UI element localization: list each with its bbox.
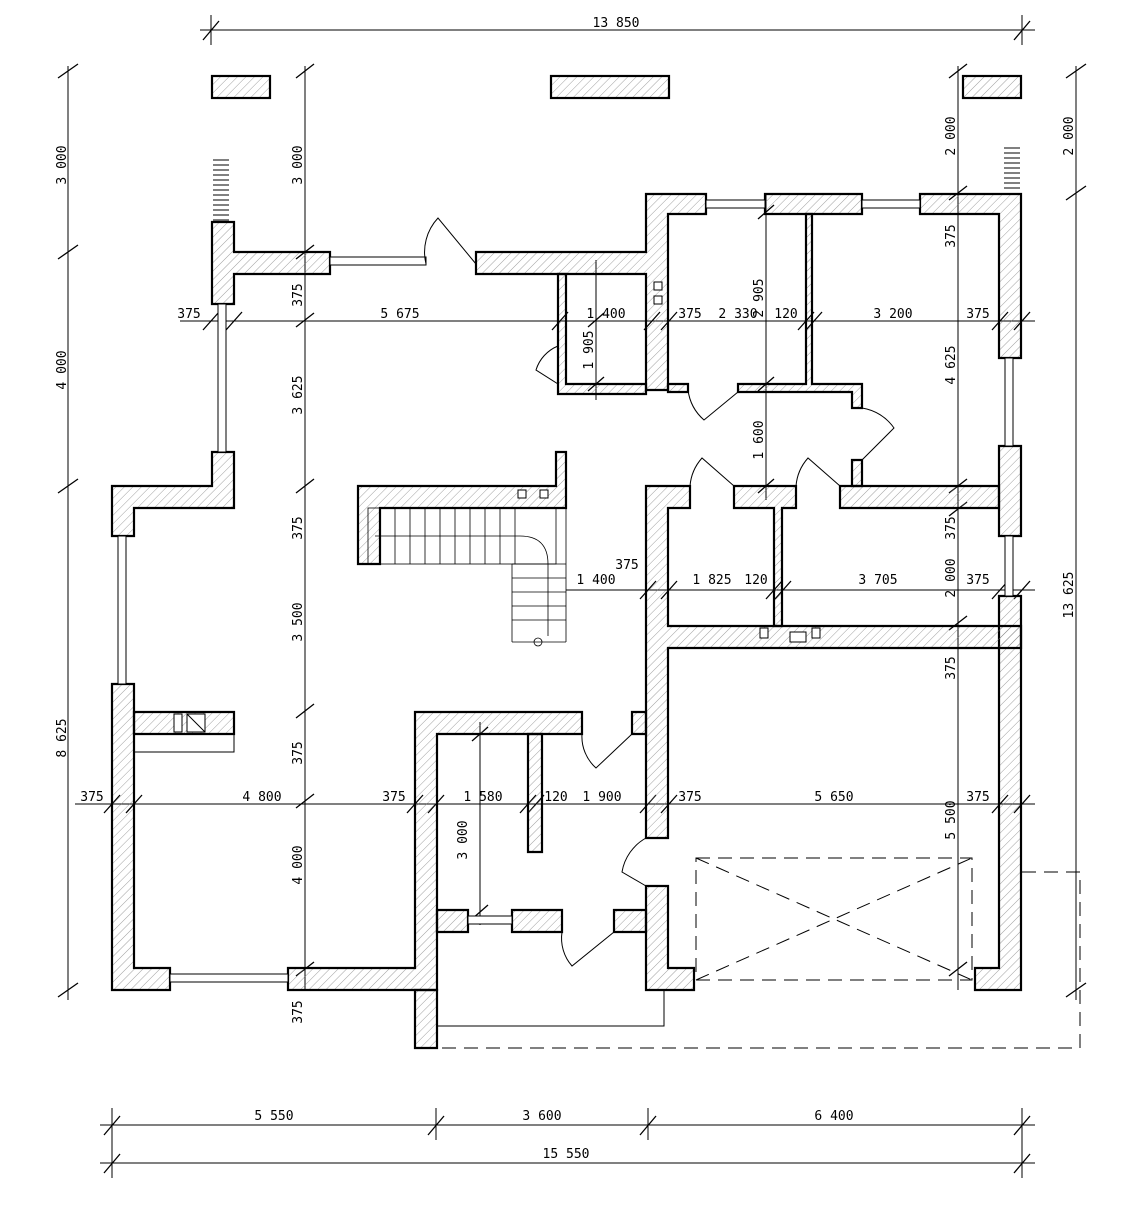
garage-outline bbox=[437, 857, 1081, 1049]
dim-inner-right-2: 375 bbox=[944, 224, 959, 247]
dim-inner-right-5: 2 000 bbox=[944, 558, 959, 597]
dim-upper-8: 375 bbox=[966, 307, 989, 322]
dim-right-2: 13 625 bbox=[1062, 572, 1077, 619]
dim-middle-4: 120 bbox=[744, 573, 767, 588]
dim-upper-6: 120 bbox=[774, 307, 797, 322]
downpipe-left bbox=[213, 159, 229, 221]
dim-upper-1: 375 bbox=[177, 307, 200, 322]
dim-inner-left-7: 4 000 bbox=[291, 845, 306, 884]
dim-bottom-seg-1: 5 550 bbox=[254, 1109, 293, 1124]
inner-vertical-dims-left: 3 000 375 3 625 375 3 500 375 4 000 375 bbox=[291, 63, 315, 1024]
dim-bottom-seg-3: 6 400 bbox=[814, 1109, 853, 1124]
dim-left-2: 4 000 bbox=[55, 350, 70, 389]
dim-inner-left-5: 3 500 bbox=[291, 602, 306, 641]
right-dimension-chain: 2 000 13 625 bbox=[1062, 63, 1087, 1000]
left-dimension-chain: 3 000 4 000 8 625 bbox=[55, 63, 79, 1000]
dim-hall-3000: 3 000 bbox=[456, 820, 471, 859]
dim-middle-3: 1 825 bbox=[692, 573, 731, 588]
dim-inner-left-1: 3 000 bbox=[291, 145, 306, 184]
dim-upper-7: 3 200 bbox=[873, 307, 912, 322]
dim-lower-1: 375 bbox=[80, 790, 103, 805]
dim-middle-1: 375 bbox=[615, 558, 638, 573]
dim-inner-right-1: 2 000 bbox=[944, 116, 959, 155]
dim-top-overall: 13 850 bbox=[593, 16, 640, 31]
row-middle-dims: 375 1 400 1 825 120 3 705 375 bbox=[566, 558, 1035, 600]
dim-lower-8: 5 650 bbox=[814, 790, 853, 805]
terrace-posts bbox=[210, 74, 1023, 221]
row-lower-dims: 375 4 800 375 1 580 120 1 900 375 5 650 … bbox=[75, 790, 1035, 814]
top-dimension-chain: 13 850 bbox=[200, 15, 1035, 45]
dim-inner-left-6: 375 bbox=[291, 741, 306, 764]
dim-lower-3: 375 bbox=[382, 790, 405, 805]
dim-upper-5: 2 330 bbox=[718, 307, 757, 322]
dim-inner-right-7: 5 500 bbox=[944, 800, 959, 839]
dim-hall-2905: 2 905 bbox=[752, 278, 767, 317]
dim-lower-4: 1 580 bbox=[463, 790, 502, 805]
dim-inner-right-6: 375 bbox=[944, 656, 959, 679]
dim-inner-right-3: 4 625 bbox=[944, 345, 959, 384]
dim-lower-5: 120 bbox=[544, 790, 567, 805]
dim-right-1: 2 000 bbox=[1062, 116, 1077, 155]
windows bbox=[117, 199, 1014, 983]
dim-upper-2: 5 675 bbox=[380, 307, 419, 322]
dim-middle-5: 3 705 bbox=[858, 573, 897, 588]
doors bbox=[424, 217, 895, 967]
dim-hall-1905: 1 905 bbox=[582, 330, 597, 369]
dim-inner-left-2: 375 bbox=[291, 283, 306, 306]
dim-inner-left-4: 375 bbox=[291, 516, 306, 539]
dim-left-3: 8 625 bbox=[55, 718, 70, 757]
dim-left-1: 3 000 bbox=[55, 145, 70, 184]
dim-inner-left-8: 375 bbox=[291, 1000, 306, 1023]
dim-upper-4: 375 bbox=[678, 307, 701, 322]
dim-upper-3: 1 400 bbox=[586, 307, 625, 322]
bottom-dimension-chain: 5 550 3 600 6 400 15 550 bbox=[100, 1108, 1035, 1178]
downpipe-right bbox=[1004, 147, 1020, 189]
dim-middle-2: 1 400 bbox=[576, 573, 615, 588]
fixtures bbox=[132, 281, 821, 753]
interior-walls bbox=[435, 212, 1001, 934]
dim-lower-7: 375 bbox=[678, 790, 701, 805]
dim-hall-1600: 1 600 bbox=[752, 420, 767, 459]
dim-bottom-seg-2: 3 600 bbox=[522, 1109, 561, 1124]
dim-lower-2: 4 800 bbox=[242, 790, 281, 805]
dim-lower-6: 1 900 bbox=[582, 790, 621, 805]
dim-inner-left-3: 3 625 bbox=[291, 375, 306, 414]
dim-middle-6: 375 bbox=[966, 573, 989, 588]
dim-lower-9: 375 bbox=[966, 790, 989, 805]
dim-bottom-overall: 15 550 bbox=[543, 1147, 590, 1162]
dim-inner-right-4: 375 bbox=[944, 516, 959, 539]
staircase bbox=[356, 450, 568, 647]
